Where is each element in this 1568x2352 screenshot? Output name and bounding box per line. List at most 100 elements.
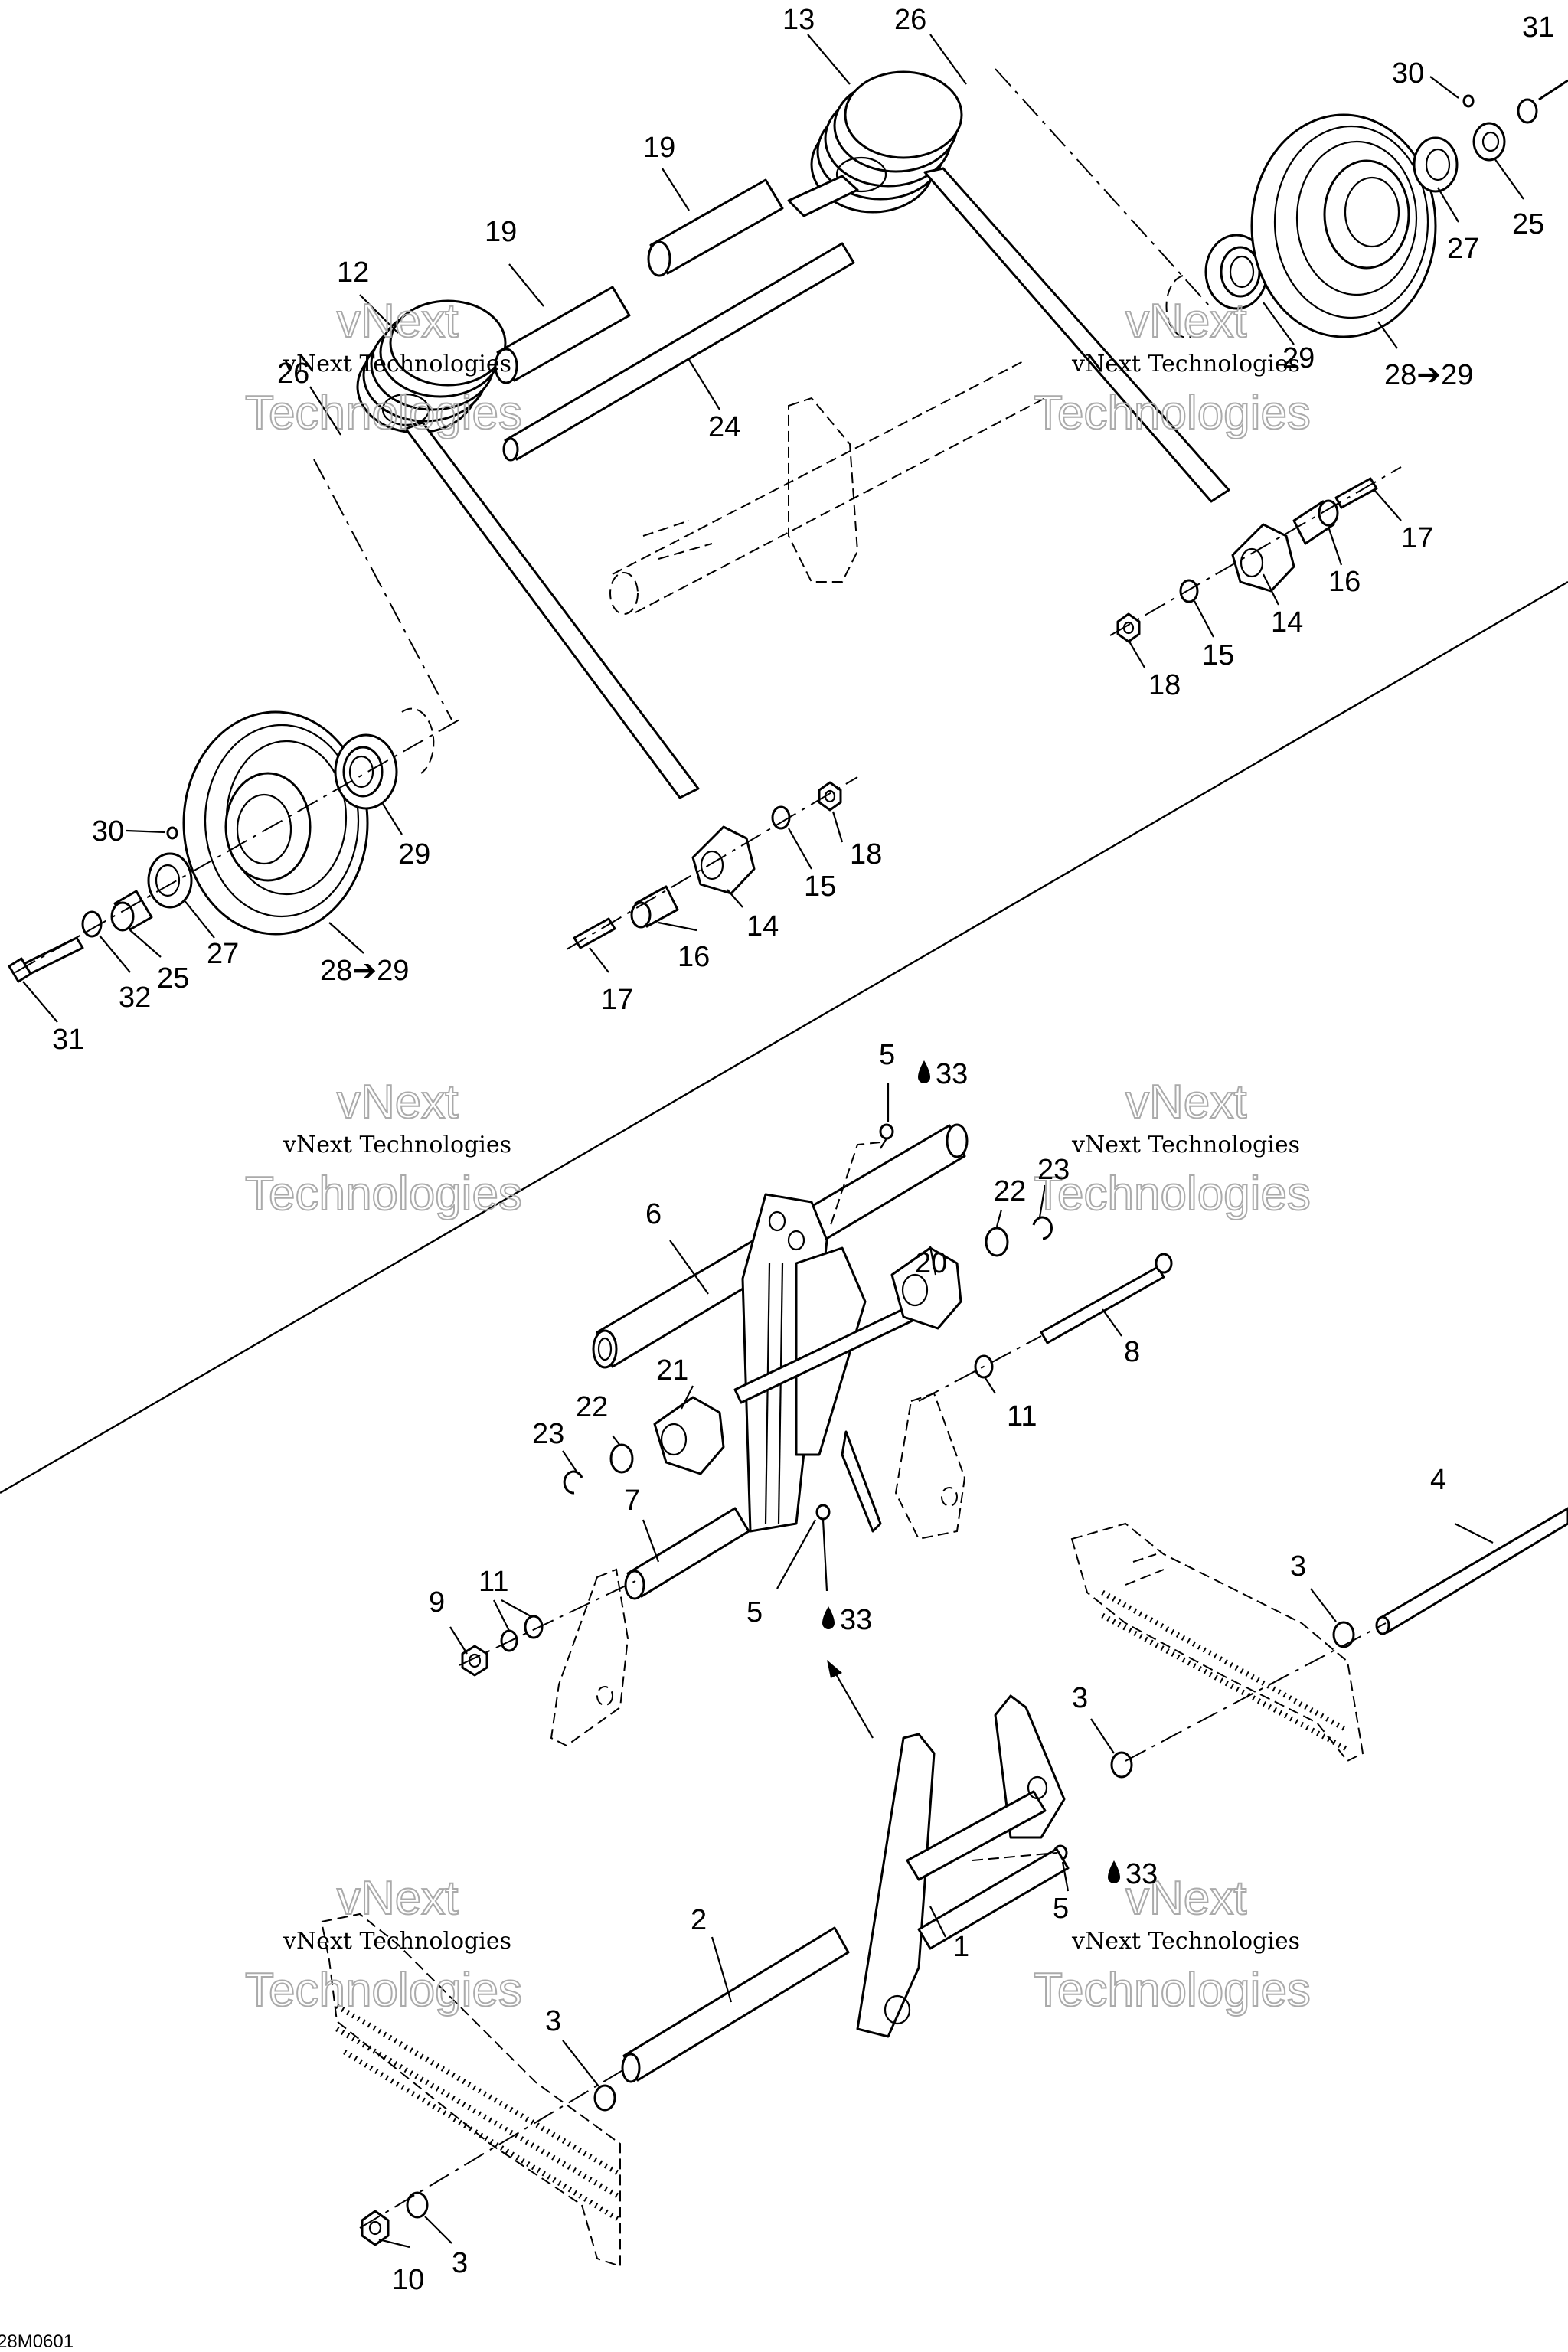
callout-15-left: 15 (804, 871, 836, 903)
spring-12 (356, 299, 507, 434)
callout-5-lower: 5 (1053, 1893, 1069, 1925)
watermark-mid-left: vNext vNext Technologies Technologies (244, 1075, 523, 1221)
pin-8 (1040, 1253, 1173, 1344)
callout-30-upper: 30 (1392, 57, 1424, 90)
callout-10: 10 (392, 2264, 424, 2296)
washer-22-left (609, 1443, 634, 1474)
svg-text:vNext Technologies: vNext Technologies (283, 1132, 511, 1158)
callout-14-left: 14 (746, 910, 779, 942)
spacer-19-a (494, 286, 631, 384)
callout-16-left: 16 (678, 941, 710, 973)
svg-text:vNext Technologies: vNext Technologies (283, 351, 511, 377)
watermark-lower-left: vNext vNext Technologies Technologies (244, 1871, 523, 2017)
callout-13: 13 (782, 4, 815, 36)
callout-3-right: 3 (1290, 1550, 1306, 1583)
svg-text:33: 33 (936, 1058, 968, 1090)
callout-5-top: 5 (879, 1039, 895, 1071)
washer-3-middle (1110, 1751, 1133, 1779)
nipple-lead-top (830, 1142, 881, 1226)
snap-ring-left (401, 707, 435, 774)
nut-18-upper (1116, 612, 1141, 643)
svg-text:Technologies: Technologies (1034, 387, 1311, 439)
bushing-25-upper (1472, 122, 1506, 162)
callout-33-lower: 33 (1108, 1858, 1158, 1890)
callout-15-upper: 15 (1202, 639, 1234, 671)
set-screw-30-left (166, 826, 178, 840)
callout-23-left: 23 (532, 1418, 564, 1450)
callout-28-left: 28➔29 (320, 955, 409, 987)
ghost-bracket-hole (941, 1487, 958, 1507)
centerline-lower-left (566, 776, 858, 950)
leader-lines (22, 34, 1524, 2249)
bearing-29-upper (1204, 234, 1269, 310)
svg-text:vNext Technologies: vNext Technologies (283, 1928, 511, 1955)
spring-axis-right (995, 68, 1210, 307)
callout-29-left: 29 (398, 838, 430, 871)
nut-9 (461, 1645, 488, 1677)
callout-18-left: 18 (850, 838, 882, 871)
callout-28-upper: 28➔29 (1384, 359, 1473, 391)
callout-27-left: 27 (207, 938, 239, 970)
bolt-31-upper (1538, 79, 1568, 101)
grease-nipple-5-top (879, 1123, 894, 1149)
spacer-27-left (147, 852, 193, 909)
centerline-upper-right (1109, 466, 1402, 636)
svg-text:vNext: vNext (337, 295, 458, 348)
centerline-shaft-2 (359, 2066, 629, 2229)
washer-3-bottom (406, 2191, 429, 2219)
callout-17-left: 17 (601, 984, 633, 1016)
callout-24: 24 (708, 411, 740, 443)
ghost-bracket-left-hole (596, 1686, 613, 1706)
ghost-bracket-upper (894, 1392, 966, 1540)
callout-3-middle: 3 (1072, 1682, 1088, 1714)
callout-25-upper: 25 (1512, 208, 1544, 240)
spring-axis-left (313, 459, 452, 720)
bushing-16-left (630, 885, 679, 929)
nut-10 (361, 2210, 390, 2246)
callout-19-a: 19 (643, 132, 675, 164)
spring-13-tab (787, 175, 859, 217)
svg-text:Technologies: Technologies (1034, 1168, 1311, 1220)
callout-4: 4 (1430, 1464, 1446, 1496)
callout-32-left: 32 (119, 982, 151, 1014)
svg-text:vNext Technologies: vNext Technologies (1071, 351, 1300, 377)
callout-3-bottom: 3 (452, 2247, 468, 2279)
pin-7 (624, 1507, 750, 1600)
shaft-2 (621, 1926, 850, 2083)
nut-18-left (818, 781, 842, 812)
centerline-pin-7 (459, 1580, 636, 1666)
spring-13 (810, 70, 963, 214)
nipple-lead-lower (972, 1852, 1057, 1861)
drawing-code: 28M0601 (0, 2331, 74, 2352)
snap-ring-upper (1165, 275, 1191, 338)
watermark-upper-right: vNext vNext Technologies Technologies (1033, 294, 1312, 440)
set-screw-30-upper (1462, 94, 1475, 108)
callout-33-top: 33 (918, 1058, 968, 1090)
spacer-27-upper (1413, 136, 1459, 193)
shaft-4 (1375, 1507, 1568, 1635)
callout-14-upper: 14 (1271, 606, 1303, 639)
callout-31-upper: 31 (1522, 11, 1554, 44)
centerline-left-wheel (15, 719, 460, 973)
bolt-31-left (8, 936, 84, 983)
callout-3-left: 3 (545, 2005, 561, 2037)
ghost-rail-left (320, 1913, 622, 2268)
callout-22-right: 22 (994, 1175, 1026, 1207)
callout-26-left: 26 (277, 358, 309, 390)
washer-22-right (985, 1227, 1009, 1257)
front-arm-1 (856, 1694, 1070, 2038)
divider-line (0, 580, 1568, 1494)
callout-1: 1 (953, 1931, 969, 1963)
watermark-mid-right: vNext vNext Technologies Technologies (1033, 1075, 1312, 1221)
svg-text:33: 33 (1125, 1858, 1158, 1890)
watermark-upper-left: vNext vNext Technologies Technologies (244, 294, 523, 440)
rear-arm (741, 1193, 882, 1533)
callout-19-b: 19 (485, 216, 517, 248)
svg-text:33: 33 (840, 1604, 872, 1636)
svg-text:Technologies: Technologies (245, 387, 522, 439)
callout-2: 2 (691, 1904, 707, 1936)
washer-32-left (81, 910, 103, 938)
callout-7: 7 (624, 1485, 640, 1517)
svg-text:vNext: vNext (1125, 1872, 1246, 1925)
